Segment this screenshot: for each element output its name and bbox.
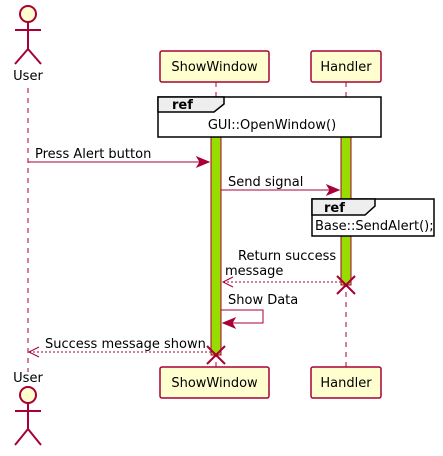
ref-tab [157, 96, 225, 113]
message-label: Success message shown [45, 337, 206, 352]
message-label: Send signal [228, 175, 303, 190]
ref-keyword: ref [172, 98, 193, 113]
participant-box [159, 366, 270, 399]
ref-keyword: ref [324, 201, 345, 216]
arrowhead [221, 276, 234, 288]
activation-showwindow [210, 136, 222, 356]
participant-label: ShowWindow [171, 60, 258, 75]
arrowhead [325, 183, 341, 197]
actor-user-bottom: User [13, 371, 43, 446]
actor-icon [14, 5, 42, 65]
ref-frame-open-window: ref GUI::OpenWindow() [157, 96, 382, 138]
ref-box [157, 96, 382, 138]
message-press-alert: Press Alert button [28, 147, 211, 169]
message-label: Return success [238, 249, 336, 264]
message-label: message [225, 264, 283, 279]
message-send-signal: Send signal [221, 175, 341, 197]
message-label: Press Alert button [35, 147, 151, 162]
participant-box [310, 50, 382, 83]
message-show-data: Show Data [221, 293, 298, 330]
actor-label-bottom: User [13, 371, 43, 386]
participant-box [310, 366, 382, 399]
message-line [221, 309, 264, 324]
message-success-shown: Success message shown [27, 337, 211, 358]
actor-icon [14, 386, 42, 446]
participant-handler-bottom: Handler [310, 366, 382, 399]
arrowhead [221, 316, 237, 330]
participant-box [159, 50, 270, 83]
participant-showwindow-bottom: ShowWindow [159, 366, 270, 399]
ref-text: GUI::OpenWindow() [208, 118, 336, 133]
participant-label: ShowWindow [171, 376, 258, 391]
participant-showwindow-top: ShowWindow [159, 50, 270, 83]
participant-label: Handler [320, 376, 372, 391]
participant-handler-top: Handler [310, 50, 382, 83]
destroy-marker-showwindow [206, 345, 226, 365]
participant-label: Handler [320, 60, 372, 75]
ref-text: Base::SendAlert(); [315, 219, 434, 234]
actor-label-top: User [13, 69, 43, 84]
destroy-marker-handler [336, 275, 356, 295]
ref-frame-send-alert: ref Base::SendAlert(); [311, 198, 435, 237]
message-return-success: Return success message [221, 249, 341, 288]
arrowhead [195, 155, 211, 169]
ref-tab [311, 198, 376, 216]
arrowhead [27, 346, 40, 358]
actor-user-top: User [13, 5, 43, 84]
message-label: Show Data [228, 293, 298, 308]
